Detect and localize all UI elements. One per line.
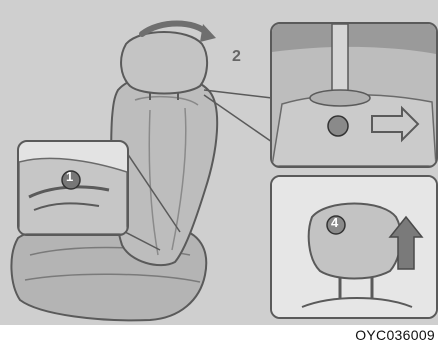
figure-code: OYC036009 (355, 327, 435, 343)
headrest (121, 32, 207, 94)
callout-2: 2 (232, 48, 241, 66)
release-button-art (272, 24, 436, 166)
lever-detail-art (19, 142, 127, 234)
lever-detail-inset: 1 (17, 140, 129, 236)
release-button-inset (270, 22, 438, 168)
callout-1: 1 (66, 169, 73, 184)
headrest-lift-inset: 4 (270, 175, 438, 319)
headrest-lift-art (272, 177, 436, 317)
callout-4: 4 (331, 215, 338, 230)
